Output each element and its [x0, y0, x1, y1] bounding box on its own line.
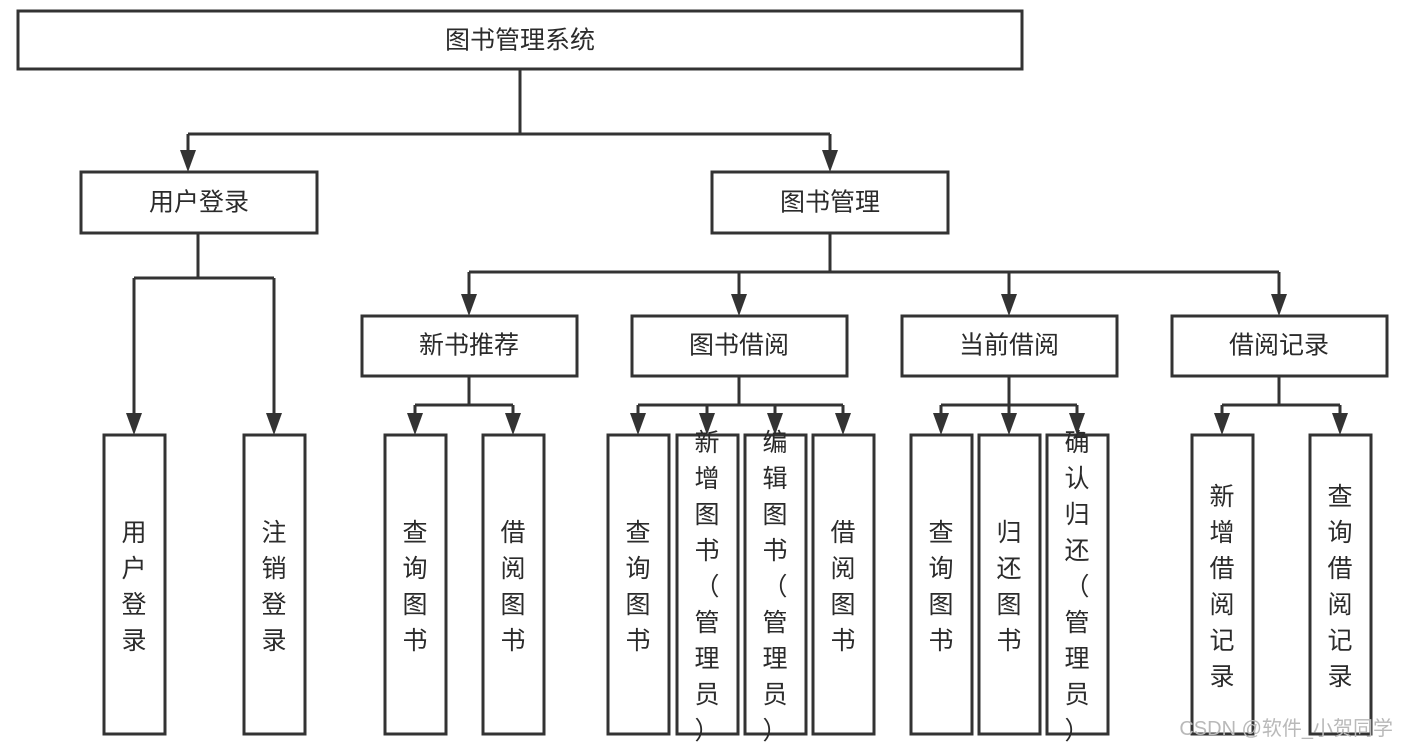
root-label: 图书管理系统 [445, 27, 595, 55]
leaf-box-return-book[interactable] [977, 433, 1042, 736]
arrow-head-leaf-confirm-return [1069, 413, 1085, 435]
leaf-label-query-record: 查询借阅记录 [1327, 483, 1352, 691]
node-book-borrow[interactable]: 图书借阅 [630, 314, 849, 378]
leaf-box-edit-book[interactable] [743, 433, 808, 736]
user-login-box[interactable] [79, 170, 319, 235]
connector-layer [126, 69, 1348, 435]
arrow-head-new-book [461, 294, 477, 316]
leaf-node[interactable]: 编辑图书（管理员） [743, 429, 808, 745]
arrow-head-leaf-logout [266, 413, 282, 435]
borrow-record-label: 借阅记录 [1229, 332, 1329, 360]
leaf-label-add-record: 新增借阅记录 [1209, 483, 1234, 691]
connector-newbook-to-leaves [413, 376, 515, 423]
leaf-node[interactable]: 新增借阅记录 [1190, 433, 1255, 736]
leaf-node[interactable]: 归还图书 [977, 433, 1042, 736]
book-borrow-box[interactable] [630, 314, 849, 378]
leaf-label-confirm-return: 确认归还（管理员） [1064, 429, 1089, 745]
leaf-box-query-book-1[interactable] [383, 433, 448, 736]
leaf-node[interactable]: 查询图书 [383, 433, 448, 736]
leaf-node[interactable]: 借阅图书 [811, 433, 876, 736]
arrow-head-leaf-query-book-1 [407, 413, 423, 435]
arrow-head-leaf-query-record [1332, 413, 1348, 435]
leaf-label-query-book-2: 查询图书 [625, 519, 650, 655]
arrow-head-leaf-user-login [126, 413, 142, 435]
current-borrow-label: 当前借阅 [959, 332, 1059, 360]
node-user-login[interactable]: 用户登录 [79, 170, 319, 235]
leaf-box-borrow-book-1[interactable] [481, 433, 546, 736]
leaf-box-query-record[interactable] [1308, 433, 1373, 736]
user-login-label: 用户登录 [149, 189, 249, 217]
arrow-head-leaf-borrow-book-2 [835, 413, 851, 435]
leaf-node[interactable]: 查询借阅记录 [1308, 433, 1373, 736]
arrow-head-leaf-query-book-2 [630, 413, 646, 435]
leaf-box-query-book-3[interactable] [909, 433, 974, 736]
leaf-node[interactable]: 查询图书 [909, 433, 974, 736]
book-borrow-label: 图书借阅 [689, 332, 789, 360]
node-borrow-record[interactable]: 借阅记录 [1170, 314, 1389, 378]
connector-bookmanage-to-level3 [467, 233, 1281, 304]
connector-bookborrow-to-leaves [636, 376, 845, 423]
leaf-box-logout[interactable] [242, 433, 307, 736]
leaf-label-user-login: 用户登录 [121, 519, 146, 655]
leaf-label-add-book: 新增图书（管理员） [694, 429, 719, 745]
node-new-book-recommend[interactable]: 新书推荐 [360, 314, 579, 378]
arrow-head-book-manage [822, 150, 838, 172]
leaf-label-edit-book: 编辑图书（管理员） [762, 429, 787, 745]
node-book-manage[interactable]: 图书管理 [710, 170, 950, 235]
connector-root-to-level2 [186, 69, 832, 160]
arrow-head-current-borrow [1001, 294, 1017, 316]
leaf-box-add-book[interactable] [675, 433, 740, 736]
leaf-label-return-book: 归还图书 [996, 519, 1021, 655]
arrow-head-leaf-edit-book [767, 413, 783, 435]
arrow-head-leaf-add-record [1214, 413, 1230, 435]
leaf-node[interactable]: 借阅图书 [481, 433, 546, 736]
leaf-label-query-book-3: 查询图书 [928, 519, 953, 655]
leaf-node[interactable]: 用户登录 [102, 433, 167, 736]
leaf-node[interactable]: 注销登录 [242, 433, 307, 736]
leaf-label-borrow-book-2: 借阅图书 [830, 519, 855, 655]
arrow-head-borrow-record [1271, 294, 1287, 316]
root-box[interactable] [16, 9, 1024, 71]
leaf-node[interactable]: 查询图书 [606, 433, 671, 736]
leaf-node[interactable]: 确认归还（管理员） [1045, 429, 1110, 745]
leaf-box-add-record[interactable] [1190, 433, 1255, 736]
arrow-head-leaf-add-book [699, 413, 715, 435]
leaf-box-borrow-book-2[interactable] [811, 433, 876, 736]
arrow-head-book-borrow [731, 294, 747, 316]
borrow-record-box[interactable] [1170, 314, 1389, 378]
arrow-head-leaf-borrow-book-1 [505, 413, 521, 435]
leaf-label-logout: 注销登录 [261, 519, 286, 655]
connector-userlogin-to-leaves [132, 233, 276, 423]
leaf-label-borrow-book-1: 借阅图书 [500, 519, 525, 655]
watermark-text: CSDN @软件_小贺同学 [1179, 717, 1393, 740]
arrow-head-leaf-query-book-3 [933, 413, 949, 435]
node-root[interactable]: 图书管理系统 [16, 9, 1024, 71]
node-current-borrow[interactable]: 当前借阅 [900, 314, 1119, 378]
arrow-head-user-login [180, 150, 196, 172]
arrow-head-leaf-return-book [1001, 413, 1017, 435]
leaf-box-user-login[interactable] [102, 433, 167, 736]
book-manage-label: 图书管理 [780, 189, 880, 217]
connector-borrowrecord-to-leaves [1220, 376, 1342, 423]
new-book-recommend-label: 新书推荐 [419, 332, 519, 360]
leaf-node[interactable]: 新增图书（管理员） [675, 429, 740, 745]
leaf-label-query-book-1: 查询图书 [402, 519, 427, 655]
book-manage-box[interactable] [710, 170, 950, 235]
current-borrow-box[interactable] [900, 314, 1119, 378]
leaf-box-query-book-2[interactable] [606, 433, 671, 736]
leaf-box-confirm-return[interactable] [1045, 433, 1110, 736]
new-book-recommend-box[interactable] [360, 314, 579, 378]
